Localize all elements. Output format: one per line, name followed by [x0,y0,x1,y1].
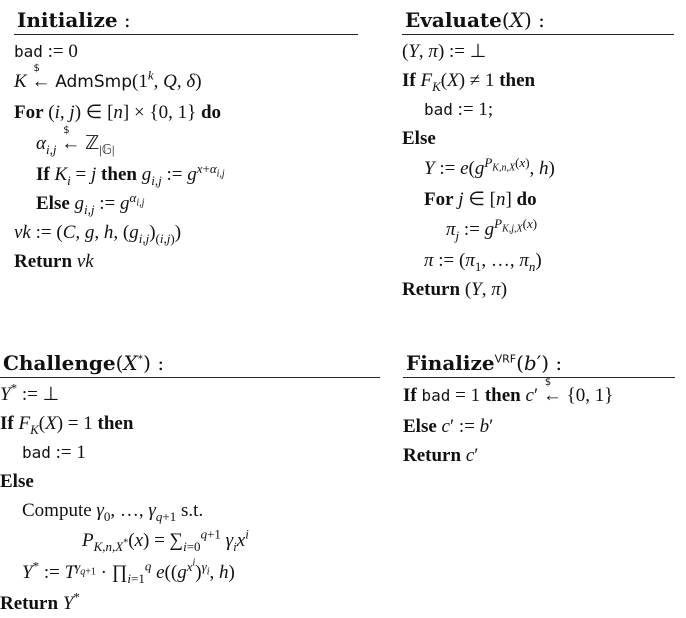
challenge-title-text: Challenge [3,351,116,375]
evaluate-line-3: bad := 1; [424,99,494,120]
challenge-line-7: Y* := Tγq+1 · ∏i=1q e((gxi)γi, h) [22,557,235,586]
initialize-panel: Initialize : bad := 0 K ←$ AdmSmp(1k, Q,… [14,6,358,276]
finalize-line-2: Else c′ := b′ [403,416,494,437]
evaluate-title-text: Evaluate [405,8,502,32]
challenge-line-4: Else [0,471,34,492]
challenge-line-5: Compute γ0, …, γq+1 s.t. [22,500,204,524]
evaluate-line-8: π := (π1, …, πn) [424,250,542,274]
finalize-title: FinalizeVRF(b′) : [406,351,563,375]
initialize-title-text: Initialize [17,8,118,32]
initialize-line-5: If Ki = j then gi,j := gx+αi,j [36,160,225,188]
evaluate-line-5: Y := e(gPK,n,X(x), h) [424,154,555,179]
finalize-title-text: Finalize [406,351,495,375]
challenge-line-3: bad := 1 [22,442,86,463]
challenge-panel: Challenge(X*) : Y* := ⊥ If FK(X) = 1 the… [0,349,380,618]
challenge-line-1: Y* := ⊥ [0,380,60,405]
evaluate-line-7: πj := gPK,j,X(x) [446,215,538,243]
challenge-title: Challenge(X*) : [3,351,165,375]
evaluate-line-6: For j ∈ [n] do [424,189,537,210]
finalize-panel: FinalizeVRF(b′) : If bad = 1 then c′ ←$ … [403,349,675,470]
evaluate-divider [402,34,674,35]
evaluate-panel: Evaluate(X) : (Y, π) := ⊥ If FK(X) ≠ 1 t… [402,6,674,304]
challenge-divider [0,377,380,378]
finalize-divider [403,377,675,378]
initialize-line-2: K ←$ AdmSmp(1k, Q, δ) [14,63,202,92]
finalize-line-1: If bad = 1 then c′ ←$ {0, 1} [403,377,614,406]
evaluate-line-4: Else [402,128,436,149]
evaluate-title: Evaluate(X) : [405,8,545,32]
initialize-line-7: vk := (C, g, h, (gi,j)(i,j)) [14,222,182,246]
initialize-line-6: Else gi,j := gαi,j [36,189,145,217]
initialize-line-8: Return vk [14,251,94,272]
initialize-line-3: For (i, j) ∈ [n] × {0, 1} do [14,102,222,123]
evaluate-line-9: Return (Y, π) [402,279,508,300]
initialize-title: Initialize : [17,8,131,32]
challenge-line-6: PK,n,X*(x) = ∑i=0q+1 γixi [82,526,249,554]
challenge-line-2: If FK(X) = 1 then [0,413,134,437]
evaluate-line-1: (Y, π) := ⊥ [402,41,487,62]
evaluate-line-2: If FK(X) ≠ 1 then [402,70,536,94]
finalize-line-3: Return c′ [403,445,479,466]
initialize-line-4: αi,j ←$ ℤ|𝔾| [36,125,115,158]
initialize-line-1: bad := 0 [14,41,78,62]
challenge-line-8: Return Y* [0,589,80,614]
initialize-divider [14,34,358,35]
